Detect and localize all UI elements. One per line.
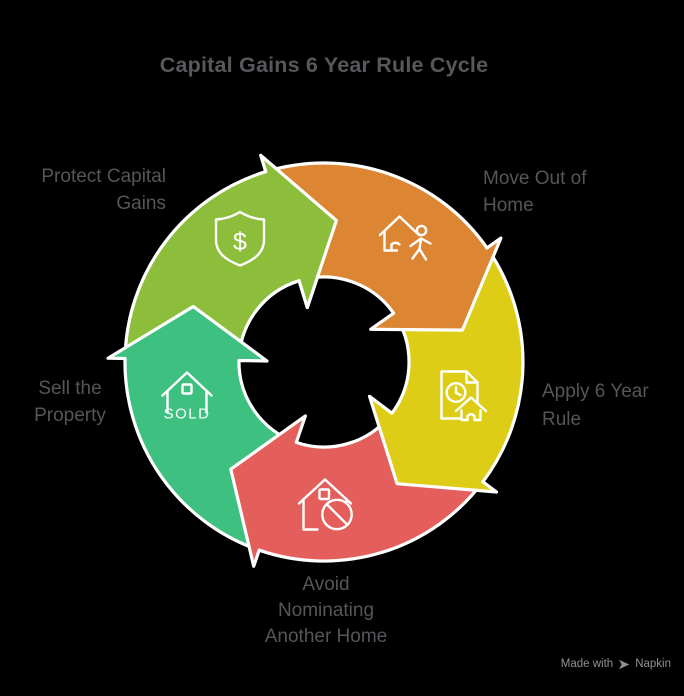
page-title: Capital Gains 6 Year Rule Cycle (159, 53, 489, 77)
shield-dollar-icon: $ (214, 210, 266, 267)
label-line: Home (483, 195, 534, 216)
label-apply-6-year-rule: Apply 6 Year Rule (542, 378, 682, 434)
cycle-arrow-head-overlap (256, 153, 338, 314)
label-line: Nominating (277, 600, 375, 621)
svg-text:SOLD: SOLD (164, 406, 211, 423)
label-line: Protect Capital (41, 166, 166, 187)
label-line: Rule (542, 409, 582, 430)
label-avoid-nominating-another-home: Avoid Nominating Another Home (226, 572, 426, 650)
house-ban-icon (297, 478, 353, 531)
made-with-napkin-watermark: Made with Napkin (561, 658, 671, 670)
napkin-logo-icon (619, 659, 630, 669)
svg-text:$: $ (233, 228, 247, 256)
label-line: Apply 6 Year (542, 381, 649, 402)
label-line: Property (34, 405, 106, 426)
watermark-prefix: Made with (560, 658, 614, 670)
watermark-brand: Napkin (635, 658, 671, 670)
cycle-arrow-protect-capital-gains (256, 153, 338, 314)
label-move-out-of-home: Move Out of Home (483, 165, 653, 219)
label-line: Sell the (38, 378, 102, 399)
label-line: Avoid (302, 574, 350, 595)
label-protect-capital-gains: Protect Capital Gains (19, 163, 166, 217)
label-line: Move Out of (483, 168, 587, 189)
house-sold-icon: SOLD (161, 371, 213, 423)
label-line: Another Home (264, 626, 388, 647)
document-clock-house-icon (440, 370, 488, 422)
label-line: Gains (116, 193, 166, 214)
person-leaving-home-icon (378, 215, 432, 261)
label-sell-the-property: Sell the Property (9, 375, 131, 429)
